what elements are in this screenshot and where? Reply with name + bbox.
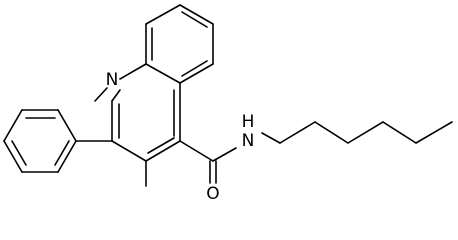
bond <box>3 109 23 142</box>
carboxamide-group <box>179 140 237 184</box>
bond <box>279 121 316 144</box>
amide-h-label: H <box>242 112 255 132</box>
bond <box>261 132 281 144</box>
bond <box>145 4 181 25</box>
bond <box>415 121 453 144</box>
double-bond <box>147 137 175 154</box>
double-bond <box>11 140 27 166</box>
quinoline-n-label: N <box>106 70 119 90</box>
bond <box>347 121 384 144</box>
bond <box>212 147 237 162</box>
bond <box>3 140 23 173</box>
bond <box>94 87 108 102</box>
hexyl-chain <box>261 121 453 144</box>
double-bond <box>54 140 70 166</box>
bond <box>179 4 214 25</box>
bond <box>119 63 147 80</box>
bond <box>382 121 417 144</box>
bond <box>145 63 181 84</box>
bond <box>57 109 77 142</box>
double-bond <box>181 60 208 77</box>
carbonyl-o-label: O <box>206 184 219 204</box>
benzo-ring <box>145 4 214 84</box>
atom-quinoline-n: N <box>106 70 119 90</box>
atom-amide-nh: H N <box>242 112 255 151</box>
double-bond <box>181 11 208 28</box>
bond <box>179 63 214 84</box>
phenyl-ring <box>3 109 113 173</box>
bond <box>179 140 214 162</box>
double-bond <box>111 89 121 102</box>
amide-n-label: N <box>242 131 255 151</box>
bond <box>111 140 147 162</box>
structure-diagram: N H N O <box>3 4 453 204</box>
atom-carbonyl-o: O <box>206 184 219 204</box>
bond <box>314 121 349 144</box>
bond <box>57 140 77 173</box>
bond <box>145 140 181 162</box>
molecule-canvas: N H N O <box>3 4 453 204</box>
pyridine-ring <box>94 63 181 162</box>
